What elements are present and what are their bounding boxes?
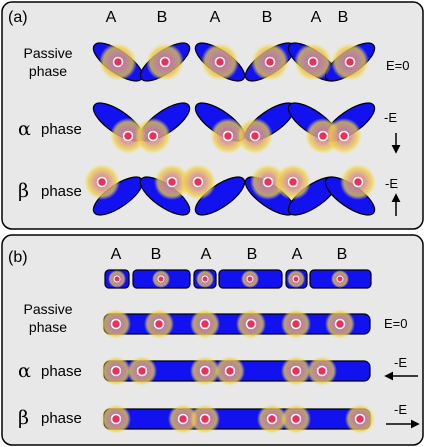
charge-core: [307, 56, 319, 68]
panel-a-passive-field: E=0: [386, 58, 410, 73]
panel-a-col-3: A: [210, 9, 221, 26]
panel-a-alpha-symbol: α: [18, 118, 31, 140]
panel-a-beta-field: -E: [385, 176, 398, 191]
panel-a-col-6: B: [338, 9, 349, 26]
charge-core: [112, 56, 124, 68]
panel-a-alpha-field: -E: [384, 110, 397, 125]
panel-a-passive-label-1: Passive: [23, 45, 72, 61]
panel-a-passive-label-2: phase: [29, 63, 67, 79]
panel-b-reference-molecules: [104, 269, 372, 289]
panel-b-alpha-field: -E: [394, 355, 407, 370]
panel-b-beta-field: -E: [394, 402, 407, 417]
panel-b-beta-chain: [101, 404, 375, 434]
panel-a-beta-charges: [84, 164, 376, 200]
panel-b-beta-word: phase: [41, 410, 82, 427]
panel-b-passive-label-1: Passive: [23, 301, 72, 317]
panel-b-col-4: B: [247, 246, 258, 263]
panel-a-beta-symbol: β: [18, 180, 29, 202]
charge-core: [159, 56, 171, 68]
panel-b-col-2: B: [151, 246, 162, 263]
panel-a-alpha-word: phase: [41, 121, 82, 138]
panel-b-passive-field: E=0: [384, 316, 408, 331]
panel-b-tag: (b): [8, 249, 28, 266]
panel-a-col-5: A: [311, 9, 322, 26]
panel-b-alpha-chain: [101, 356, 371, 386]
panel-b-column-headers: A B A B A B: [111, 246, 348, 263]
panel-b-col-6: B: [337, 246, 348, 263]
panel-a-alpha-charges: [110, 118, 362, 154]
panel-a-col-2: B: [157, 9, 168, 26]
panel-a-col-1: A: [106, 9, 117, 26]
panel-a-beta-word: phase: [41, 183, 82, 200]
charge-core: [214, 56, 226, 68]
panel-b: (b) A B A B A B: [1, 234, 424, 446]
charge-core: [264, 56, 276, 68]
panel-a-col-4: B: [262, 9, 273, 26]
panel-a: (a) A B A B A B Passive phase α phase β …: [1, 1, 424, 230]
panel-b-passive-label-2: phase: [29, 319, 67, 335]
panel-a-column-headers: A B A B A B: [106, 9, 349, 26]
panel-b-alpha-word: phase: [41, 363, 82, 380]
panel-a-passive-charges: [99, 43, 369, 81]
panel-a-beta-molecules: [92, 176, 376, 216]
panel-b-passive-chain: [101, 309, 371, 339]
panel-b-col-5: A: [292, 246, 303, 263]
panel-b-beta-symbol: β: [18, 407, 29, 429]
charge-core: [344, 56, 356, 68]
panel-b-alpha-symbol: α: [18, 360, 31, 382]
panel-b-col-3: A: [201, 246, 212, 263]
panel-b-col-1: A: [111, 246, 122, 263]
panel-a-tag: (a): [8, 9, 28, 26]
